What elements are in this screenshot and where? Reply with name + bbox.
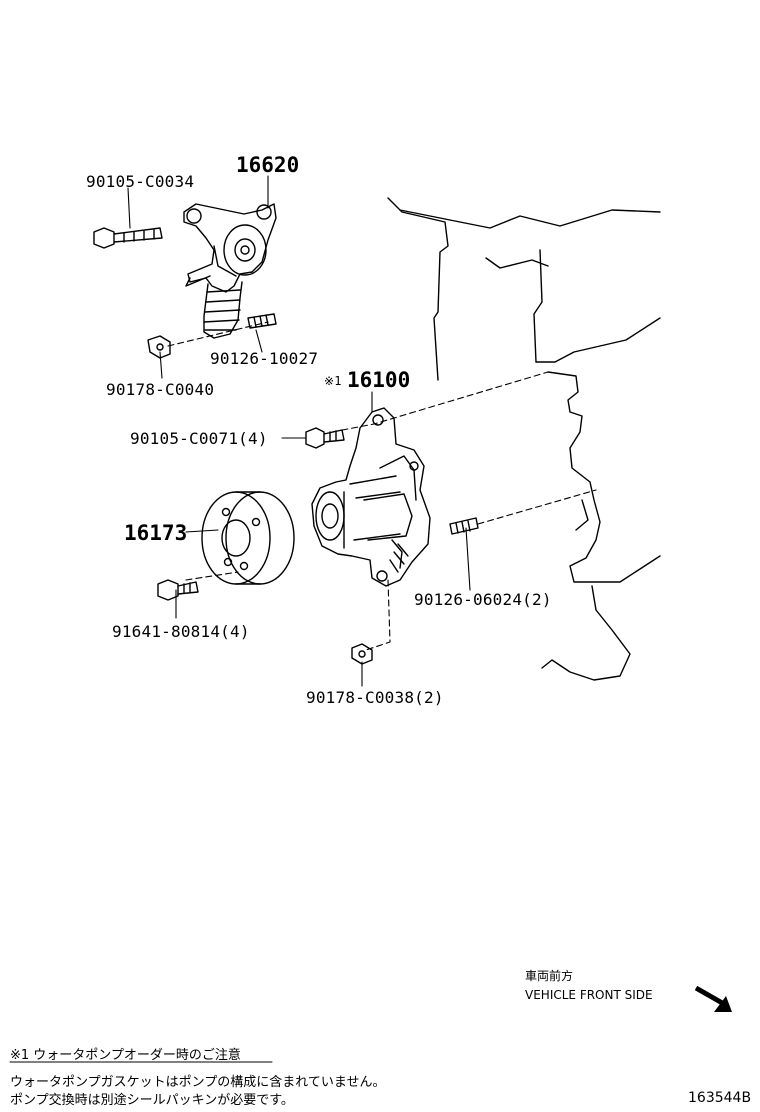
part-label-pump-nut: 90178-C0038(2) bbox=[306, 688, 444, 707]
belt-tensioner-drawing bbox=[183, 203, 277, 339]
vehicle-front-label-en: VEHICLE FRONT SIDE bbox=[525, 988, 653, 1002]
water-pump-drawing bbox=[311, 407, 431, 587]
tensioner-nut-drawing bbox=[147, 335, 171, 359]
note-line-2: ポンプ交換時は別途シールパッキンが必要です。 bbox=[10, 1093, 294, 1108]
pump-bolt-drawing bbox=[305, 427, 345, 449]
note-line-1: ウォータポンプガスケットはポンプの構成に含まれていません。 bbox=[10, 1075, 386, 1090]
tensioner-bolt-drawing bbox=[93, 227, 163, 249]
part-label-pulley: 16173 bbox=[124, 521, 188, 545]
part-label-pump-bolt: 90105-C0071(4) bbox=[130, 429, 268, 448]
part-label-tensioner-assy: 16620 bbox=[236, 153, 300, 177]
vehicle-front-label-ja: 車両前方 bbox=[525, 969, 574, 983]
figure-id: 163544B bbox=[688, 1090, 752, 1106]
tensioner-stud-drawing bbox=[247, 313, 277, 329]
pump-nut-drawing bbox=[351, 643, 373, 665]
part-label-pump-stud: 90126-06024(2) bbox=[414, 590, 552, 609]
part-label-pulley-bolt: 91641-80814(4) bbox=[112, 622, 250, 641]
water-pump-pulley-drawing bbox=[201, 491, 295, 585]
pulley-bolt-drawing bbox=[157, 579, 199, 601]
part-label-water-pump-mark: ※1 bbox=[324, 374, 342, 388]
leader-lines bbox=[127, 175, 471, 687]
pump-stud-drawing bbox=[449, 517, 479, 535]
arrow-down-right-icon bbox=[694, 985, 732, 1012]
part-label-tensioner-stud: 90126-10027 bbox=[210, 349, 319, 368]
part-label-tensioner-nut: 90178-C0040 bbox=[106, 380, 215, 399]
note-title: ※1 ウォータポンプオーダー時のご注意 bbox=[10, 1048, 241, 1063]
engine-block-outline bbox=[387, 197, 661, 681]
part-label-tensioner-bolt: 90105-C0034 bbox=[86, 172, 195, 191]
part-label-water-pump: 16100 bbox=[347, 368, 411, 392]
